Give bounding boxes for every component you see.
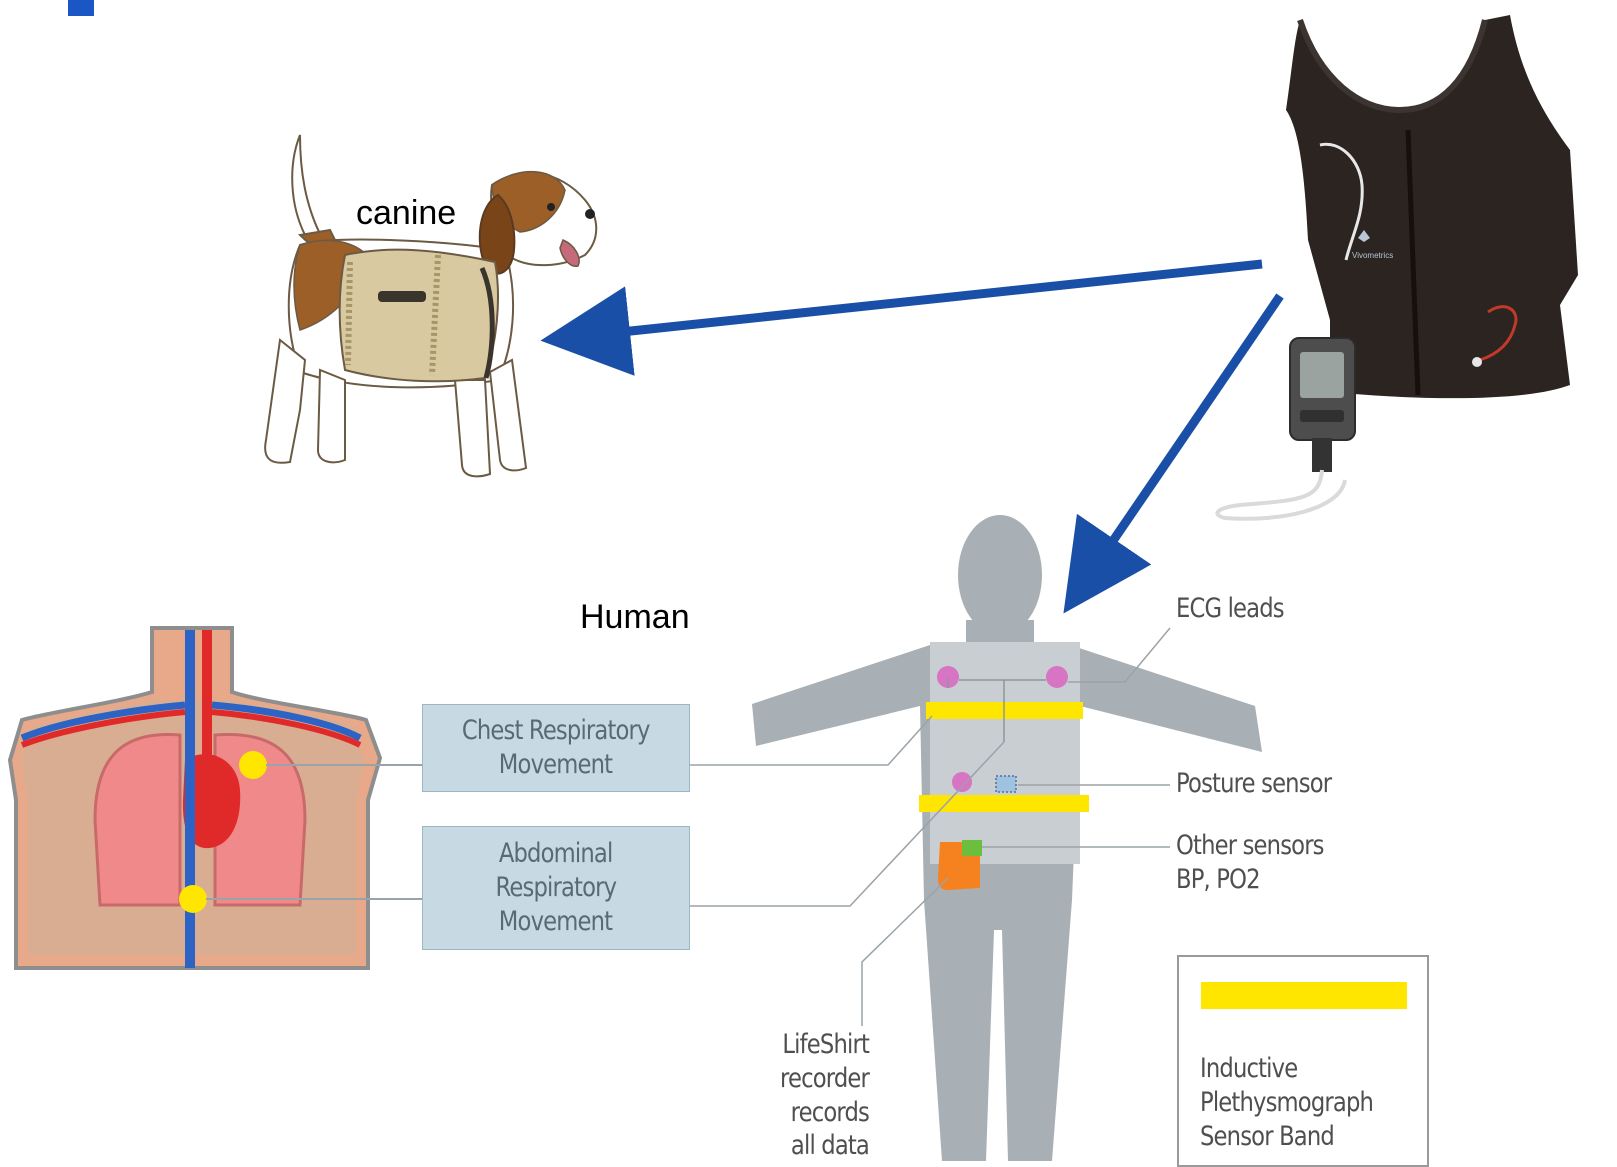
chest-box-line-1: Chest Respiratory: [462, 714, 650, 748]
arrow-to-canine: [612, 264, 1262, 333]
abdominal-box-line-1: Abdominal: [499, 837, 613, 871]
posture-sensor-text: Posture sensor: [1176, 767, 1331, 801]
abdominal-band: [919, 795, 1089, 812]
arrow-to-human: [1104, 296, 1280, 554]
chest-respiratory-box: Chest Respiratory Movement: [422, 704, 690, 792]
abdominal-respiratory-box: Abdominal Respiratory Movement: [422, 826, 690, 950]
legend-text-3: Sensor Band: [1200, 1120, 1373, 1154]
human-label: Human: [580, 600, 690, 634]
legend-text-1: Inductive: [1200, 1052, 1373, 1086]
lifeshirt-recorder-callout: LifeShirt recorder records all data: [757, 1028, 869, 1163]
chest-sensor-dot: [239, 751, 267, 779]
title-accent-bar: [68, 0, 94, 16]
canine-label: canine: [356, 196, 456, 230]
other-sensors-text-1: Other sensors: [1176, 829, 1324, 863]
recorder-text-2: recorder: [775, 1062, 869, 1096]
posture-sensor: [996, 776, 1016, 792]
ecg-leads-text: ECG leads: [1176, 592, 1284, 626]
legend-text-2: Plethysmograph: [1200, 1086, 1373, 1120]
other-sensor-unit: [962, 840, 982, 856]
abdominal-box-line-3: Movement: [499, 905, 612, 939]
chest-box-line-2: Movement: [499, 748, 612, 782]
other-sensors-text-2: BP, PO2: [1176, 863, 1324, 897]
recorder-text-3: records: [775, 1096, 869, 1130]
dog-illustration: [265, 135, 596, 476]
recorder-text-1: LifeShirt: [775, 1028, 869, 1062]
recorder-text-4: all data: [775, 1129, 869, 1163]
torso-anatomy-illustration: [10, 628, 422, 968]
ecg-electrode-right: [1046, 666, 1068, 688]
other-sensors-callout: Other sensors BP, PO2: [1176, 829, 1352, 897]
sensor-band-legend: Inductive Plethysmograph Sensor Band: [1177, 955, 1429, 1167]
abdominal-sensor-dot: [179, 885, 207, 913]
legend-band-swatch: [1201, 982, 1407, 1009]
ecg-leads-callout: ECG leads: [1176, 592, 1304, 626]
abdominal-box-line-2: Respiratory: [496, 871, 617, 905]
lifeshirt-vest-photo: Vivometrics: [1217, 15, 1578, 519]
ecg-electrode-lower: [952, 772, 972, 792]
svg-text:Vivometrics: Vivometrics: [1352, 251, 1393, 260]
posture-sensor-callout: Posture sensor: [1176, 767, 1361, 801]
